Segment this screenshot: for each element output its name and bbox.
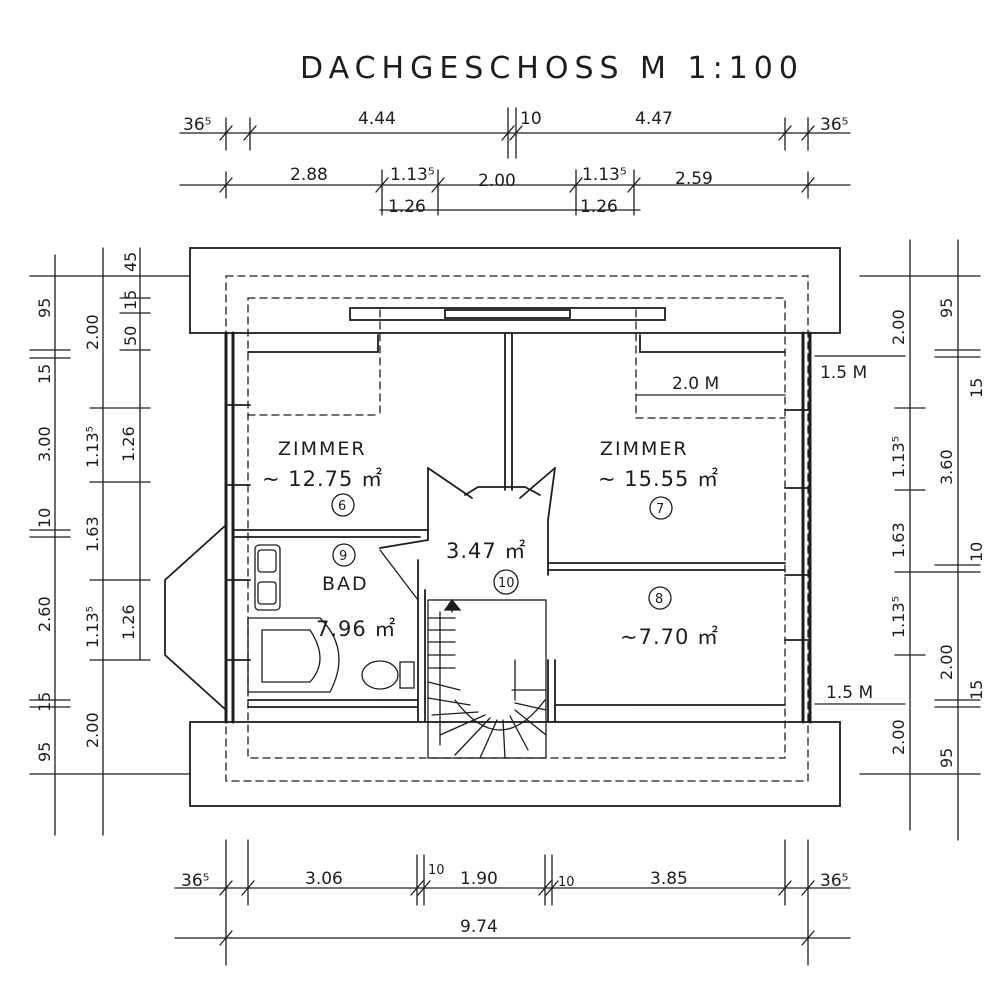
dim-left-outer-3: 3.00 [35,426,54,462]
plan-title: DACHGESCHOSS M 1:100 [300,51,804,86]
dim-bottom-4: 1.90 [460,869,498,889]
dim-top-3-2: 1.26 [580,197,618,217]
room-6: ZIMMER ~ 12.75 ㎡ 6 [262,438,383,517]
dim-top-1-1: 36⁵ [183,115,211,135]
dim-left-mid-1: 2.00 [83,314,102,350]
building-outline [164,247,841,807]
dim-left-outer-4: 10 [35,508,54,528]
dim-right-inner-2: 1.13⁵ [889,436,908,478]
room-9-number: 9 [339,549,347,564]
dim-left-inner-5: 1.26 [119,604,138,640]
interior-walls [232,309,786,723]
room-10-number: 10 [498,576,515,591]
dim-top-1-5: 36⁵ [820,115,848,135]
dim-right-inner-5: 2.00 [889,719,908,755]
room-6-name: ZIMMER [278,438,367,460]
dim-bottom-1: 36⁵ [181,871,209,891]
room-10-hall: 3.47 ㎡ 10 [446,539,526,595]
top-dimension-lines: 36⁵ 4.44 10 4.47 36⁵ 2.88 1.13⁵ 2.00 1.1… [179,107,851,217]
dim-bottom-2: 3.06 [305,869,343,889]
dim-left-mid-5: 2.00 [83,712,102,748]
room-8: 8 ~7.70 ㎡ [620,586,719,649]
dim-right-outer-5: 2.00 [937,644,956,680]
dim-left-outer-7: 95 [35,742,54,762]
dim-right-outer-6: 15 [967,680,986,700]
dim-right-outer-7: 95 [937,748,956,768]
right-dimension-lines: 2.00 1.13⁵ 1.63 1.13⁵ 2.00 95 15 3.60 10… [814,239,986,841]
dim-left-mid-4: 1.13⁵ [83,606,102,648]
dim-right-outer-1: 95 [937,298,956,318]
dim-bottom-total: 9.74 [460,917,498,937]
bottom-dimension-lines: 36⁵ 3.06 10 1.90 10 3.85 36⁵ 9.74 [174,839,851,966]
right-note-lower: 1.5 M [826,683,873,703]
right-note-upper: 1.5 M [820,363,867,383]
room-8-number: 8 [655,592,663,607]
room-7-area: ~ 15.55 ㎡ [598,467,719,491]
dim-left-outer-2: 15 [35,364,54,384]
room-9-name: BAD [322,573,369,595]
dim-bottom-3: 10 [428,863,445,878]
room-7-name: ZIMMER [600,438,689,460]
dim-right-inner-1: 2.00 [889,309,908,345]
dim-left-mid-3: 1.63 [83,516,102,552]
dim-left-inner-2: 15 [121,290,140,310]
dim-left-inner-3: 50 [121,326,140,346]
dim-left-inner-1: 45 [121,252,140,272]
room-7: ZIMMER ~ 15.55 ㎡ 7 [598,438,719,520]
room-6-number: 6 [338,499,346,514]
dim-top-2-1: 2.88 [290,165,328,185]
dim-right-inner-4: 1.13⁵ [889,596,908,638]
dim-top-3-1: 1.26 [388,197,426,217]
knee-height-note: 2.0 M [672,374,719,394]
dim-right-outer-3: 3.60 [937,449,956,485]
room-8-area: ~7.70 ㎡ [620,625,719,649]
dim-left-outer-5: 2.60 [35,596,54,632]
dim-right-inner-3: 1.63 [889,522,908,558]
room-9-bath: 9 BAD 7.96 ㎡ [316,543,396,641]
room-10-area: 3.47 ㎡ [446,539,526,563]
dim-bottom-6: 3.85 [650,869,688,889]
dim-left-mid-2: 1.13⁵ [83,426,102,468]
dim-bottom-5: 10 [558,875,575,890]
dim-top-1-4: 4.47 [635,109,673,129]
dim-top-2-4: 1.13⁵ [582,165,627,185]
room-7-number: 7 [656,502,664,517]
dim-top-1-2: 4.44 [358,109,396,129]
room-9-area: 7.96 ㎡ [316,617,396,641]
dim-right-outer-4: 10 [967,542,986,562]
dim-top-2-3: 2.00 [478,171,516,191]
dim-top-2-2: 1.13⁵ [390,165,435,185]
bath-fixtures [247,544,415,693]
dim-left-outer-1: 95 [35,298,54,318]
room-6-area: ~ 12.75 ㎡ [262,467,383,491]
dim-left-inner-4: 1.26 [119,426,138,462]
staircase [427,598,547,759]
dim-bottom-7: 36⁵ [820,871,848,891]
dim-top-2-5: 2.59 [675,169,713,189]
dim-top-1-3: 10 [520,109,542,129]
dim-right-outer-2: 15 [967,378,986,398]
left-dimension-lines: 95 15 3.00 10 2.60 15 95 2.00 1.13⁵ 1.63… [29,247,191,836]
dim-left-outer-6: 15 [35,692,54,712]
